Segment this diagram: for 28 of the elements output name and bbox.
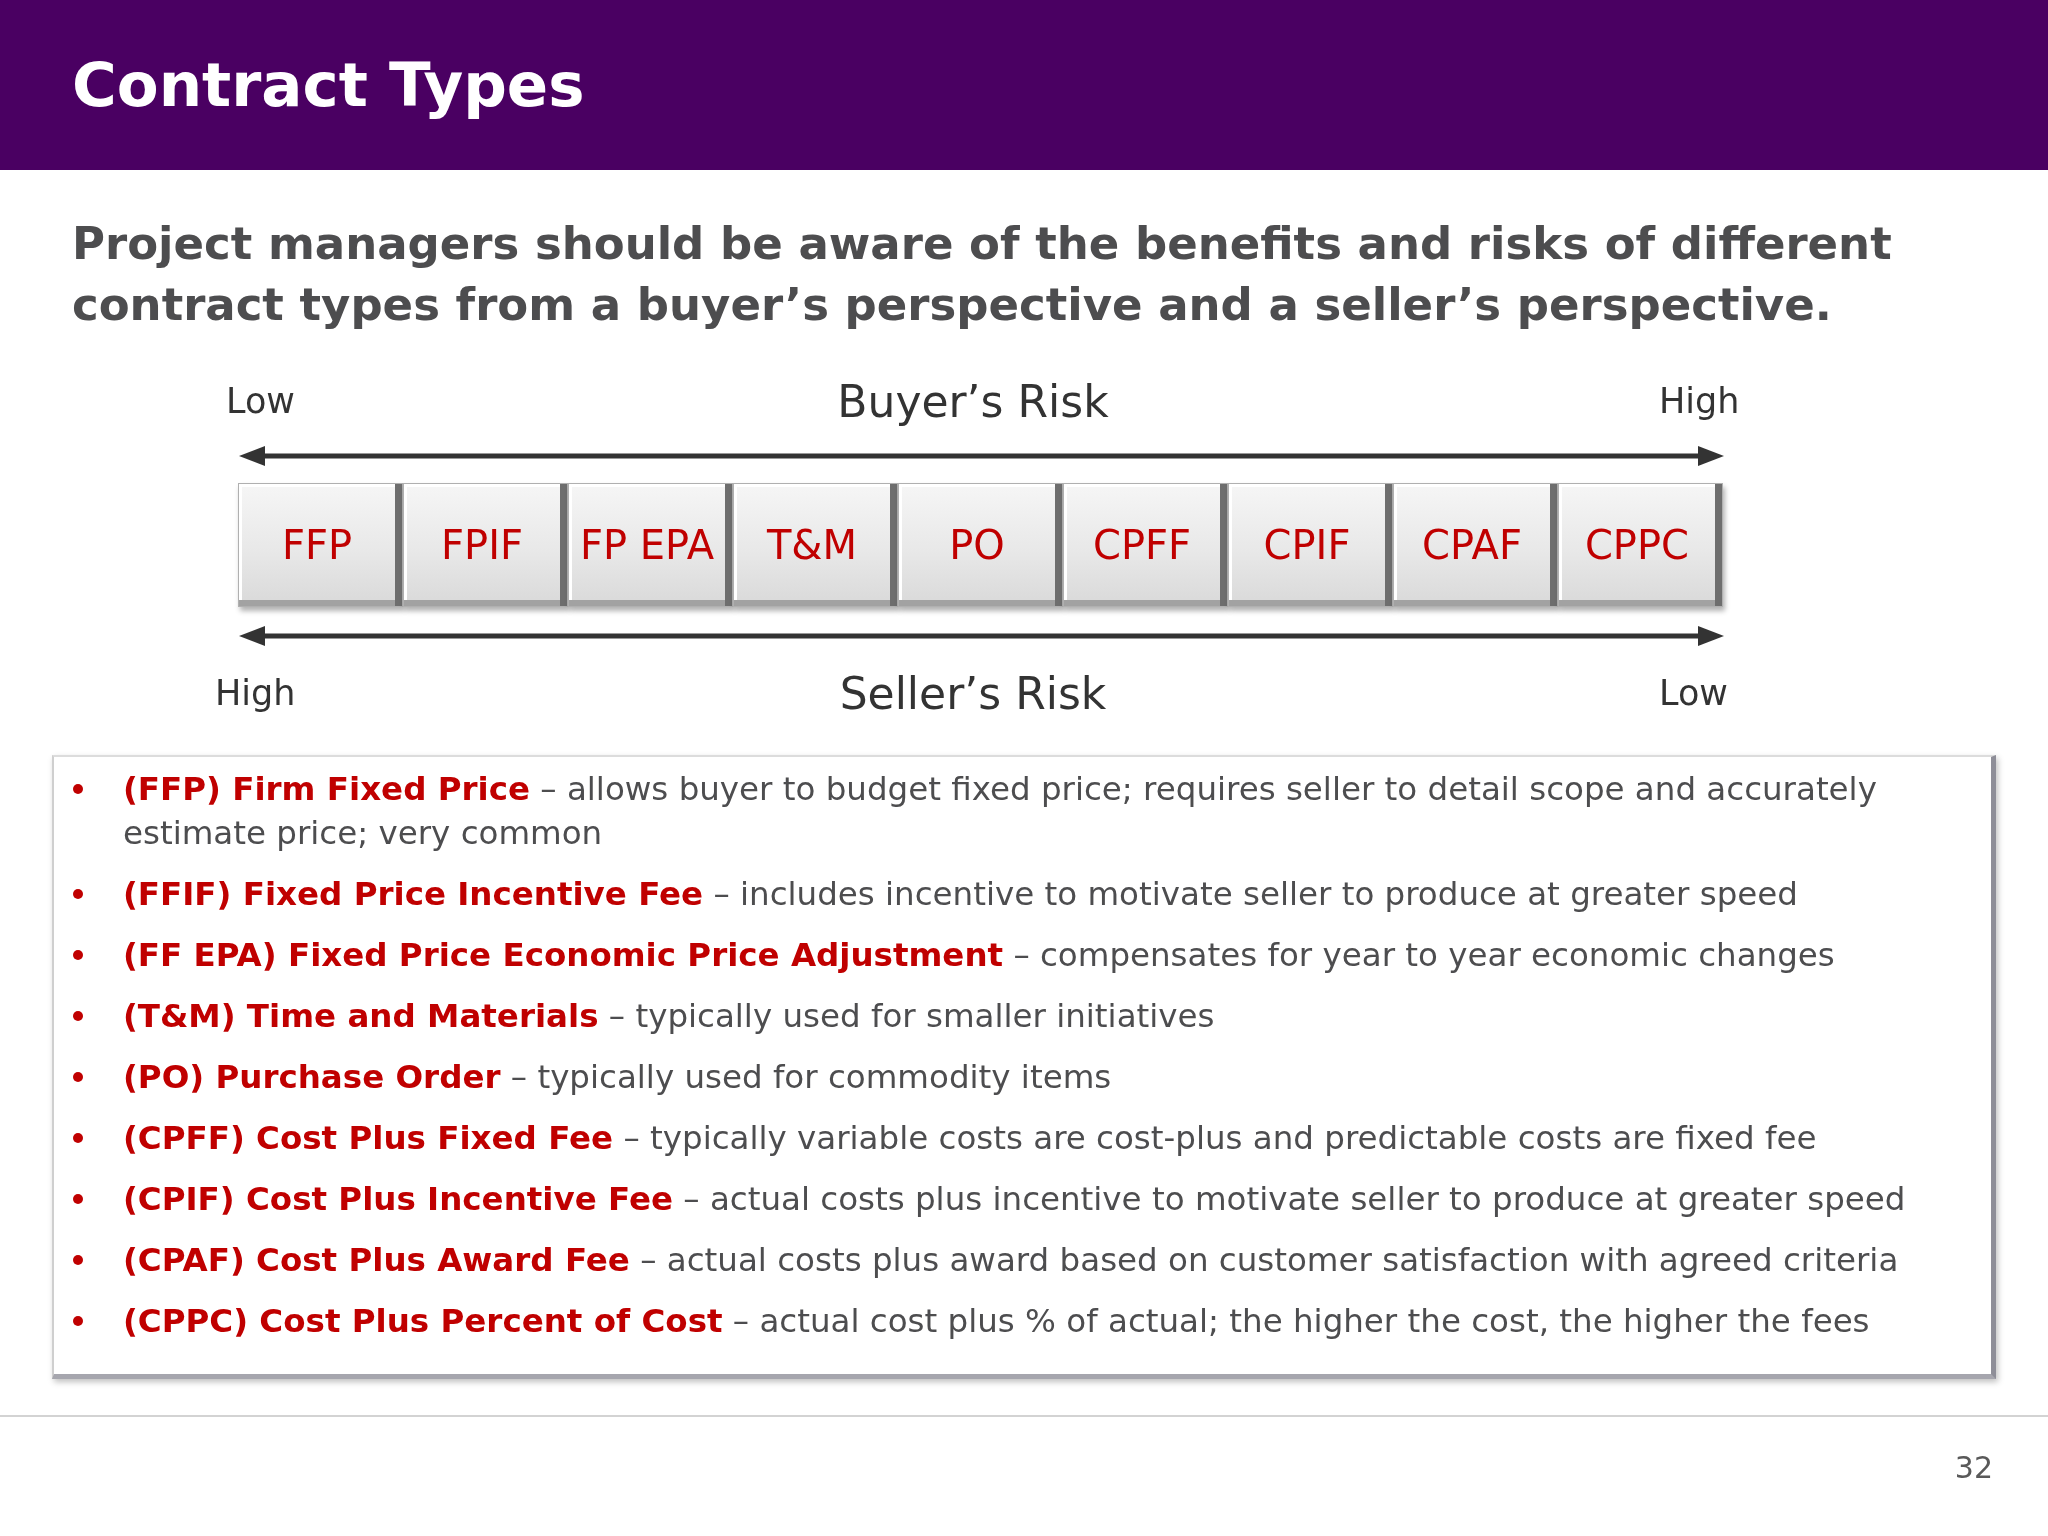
contract-type-key: PO: [898, 483, 1063, 607]
scale-end-label: High: [215, 672, 296, 714]
contract-type-key: FP EPA: [568, 483, 733, 607]
bullet-text: (PO) Purchase Order – typically used for commodity items: [123, 1057, 1113, 1098]
contract-type-key: FFP: [238, 483, 403, 607]
scale-end-label: Low: [226, 380, 295, 422]
bullet-text: (CPPC) Cost Plus Percent of Cost – actual cost plus % of actual; the higher the cost, the higher the fees: [123, 1301, 1871, 1342]
bullet-text: (FF EPA) Fixed Price Economic Price Adjustment – compensates for year to year economic changes: [123, 935, 1836, 976]
bullet-text: (CPFF) Cost Plus Fixed Fee – typically variable costs are cost-plus and predictable costs are fixed fee: [123, 1118, 1818, 1159]
scale-end-label: Low: [1659, 672, 1728, 714]
bullet-text: (CPAF) Cost Plus Award Fee – actual costs plus award based on customer satisfaction with agreed criteria: [123, 1240, 1900, 1281]
contract-type-key: FPIF: [403, 483, 568, 607]
contract-type-key: CPPC: [1558, 483, 1723, 607]
subtitle-text: Project managers should be aware of the benefits and risks of different contract types from a buyer’s perspective and a seller’s perspective.: [72, 216, 1893, 333]
axis-title: Seller’s Risk: [839, 667, 1107, 721]
contract-type-key: CPIF: [1228, 483, 1393, 607]
slide-title: Contract Types: [72, 49, 585, 121]
contract-type-key: CPAF: [1393, 483, 1558, 607]
scale-end-label: High: [1659, 380, 1740, 422]
bullet-text: (T&M) Time and Materials – typically used for smaller initiatives: [123, 996, 1216, 1037]
bullet-text: (FFP) Firm Fixed Price – allows buyer to budget fixed price; requires seller to detail scope and accurately estimate price; very common: [123, 769, 1878, 854]
definitions-panel: [52, 755, 1996, 1379]
page-number: 32: [1954, 1450, 1993, 1486]
axis-title: Buyer’s Risk: [837, 375, 1109, 429]
contract-type-key: CPFF: [1063, 483, 1228, 607]
bullet-text: (FFIF) Fixed Price Incentive Fee – includes incentive to motivate seller to produce at greater speed: [123, 874, 1799, 915]
contract-type-key: T&M: [733, 483, 898, 607]
bullet-text: (CPIF) Cost Plus Incentive Fee – actual costs plus incentive to motivate seller to produce at greater speed: [123, 1179, 1907, 1220]
